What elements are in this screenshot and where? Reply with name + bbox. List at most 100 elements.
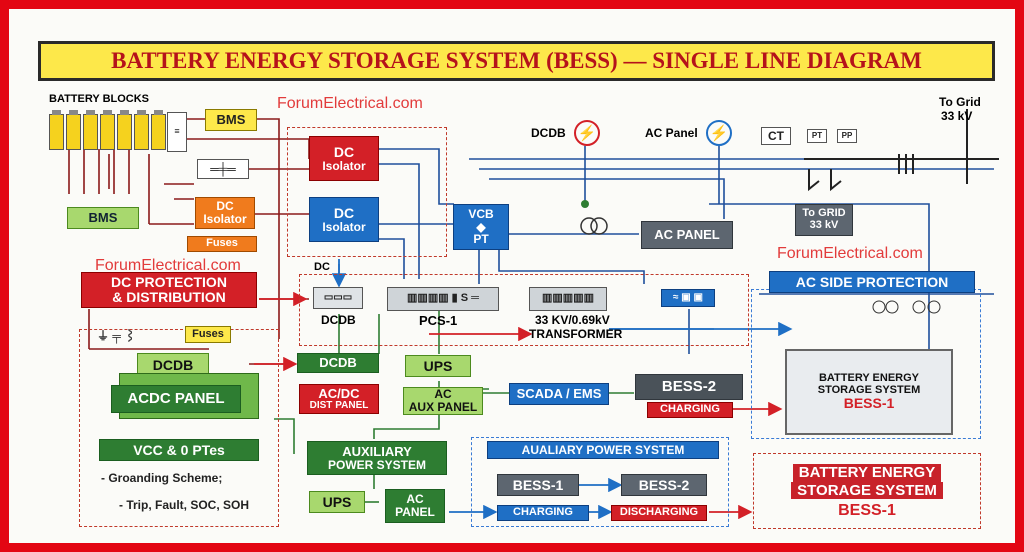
ac-aux-line1: AC: [434, 387, 452, 402]
busbar-switch: ═╪═: [197, 159, 249, 179]
bess-final-box: BATTERY ENERGY STORAGE SYSTEM BESS-1: [767, 459, 967, 525]
isolator-blue-label: Isolator: [322, 219, 366, 234]
to-grid-box-line1: To GRID: [802, 207, 846, 220]
dc-isolator-region: [287, 127, 447, 257]
battery-cell-icon: [117, 110, 132, 150]
acdc-dist-line1: AC/DC: [318, 385, 360, 401]
battery-cell-icon: [83, 110, 98, 150]
ac-switchgear-icon: ≈ ▣ ▣: [661, 289, 715, 307]
watermark-right: ForumElectrical.com: [777, 245, 923, 262]
ac-panel-box: AC PANEL: [641, 221, 733, 249]
dc-protection-box: DC PROTECTION & DISTRIBUTION: [81, 272, 257, 308]
breaker-blue-icon: ⚡: [706, 120, 732, 146]
bess-block-line1: BATTERY ENERGY: [818, 372, 920, 385]
bms-left: BMS: [67, 207, 139, 229]
fuses-orange: Fuses: [187, 236, 257, 252]
dcdb-mid-label: DCDB: [321, 313, 356, 327]
pp-small-box: PP: [837, 129, 857, 143]
aux-power-system: AUXILIARY POWER SYSTEM: [307, 441, 447, 475]
battery-cell-icon: [134, 110, 149, 150]
pt-label: PT: [473, 232, 489, 247]
bess-final-line3: BESS-1: [838, 502, 896, 520]
watermark-top: ForumElectrical.com: [277, 95, 423, 112]
dcdb-mid-icon: ▭▭▭: [313, 287, 363, 309]
dc-isolator-orange-line1: DC: [216, 199, 234, 214]
charging-bottom: CHARGING: [497, 505, 589, 521]
bess1-bottom: BESS-1: [497, 474, 579, 496]
ups-bottom: UPS: [309, 491, 365, 513]
ct-box: CT: [761, 127, 791, 145]
dc-protection-line1: DC PROTECTION: [111, 274, 227, 291]
bess-block-line2: STORAGE SYSTEM: [817, 383, 921, 396]
to-grid-box-line2: 33 kV: [809, 219, 839, 231]
transformer-line1: 33 KV/0.69kV: [535, 313, 610, 327]
aux-power-line2: POWER SYSTEM: [327, 457, 426, 472]
charging-mid: CHARGING: [647, 402, 733, 418]
ac-panel-bottom-line2: PANEL: [395, 505, 435, 519]
trip-text: - Trip, Fault, SOC, SOH: [119, 498, 250, 512]
grid-voltage-label: 33 kV: [941, 109, 973, 123]
ac-side-protection-box: AC SIDE PROTECTION: [769, 271, 975, 293]
ac-panel-bottom: AC PANEL: [385, 489, 445, 523]
dc-red-label: DC: [333, 143, 355, 160]
dc-isolator-orange-line2: Isolator: [203, 212, 247, 226]
bms-top: BMS: [205, 109, 257, 131]
dc-isolator-blue: DC Isolator: [309, 197, 379, 242]
aux-power-blue: AUALIARY POWER SYSTEM: [487, 441, 719, 459]
dcdb-green: DCDB: [297, 353, 379, 373]
breaker-red-icon: ⚡: [574, 120, 600, 146]
vcc-box: VCC & 0 PTes: [99, 439, 259, 461]
pt-small-box: PT: [807, 129, 827, 143]
dcdb-top-label: DCDB: [531, 126, 566, 140]
scada-ems-box: SCADA / EMS: [509, 383, 609, 405]
title-text: BATTERY ENERGY STORAGE SYSTEM (BESS) — S…: [111, 47, 922, 73]
pcs-icon: ▥▥▥▥ ▮ S ═: [387, 287, 499, 311]
dc-small-label: DC: [314, 261, 330, 273]
acdc-dist-panel: AC/DC DIST PANEL: [299, 384, 379, 414]
ac-aux-line2: AUX PANEL: [408, 400, 478, 414]
to-grid-box: To GRID 33 kV: [795, 204, 853, 236]
transformer-line2: TRANSFORMER: [529, 327, 623, 341]
ups-mid: UPS: [405, 355, 471, 377]
dc-protection-line2: & DISTRIBUTION: [112, 289, 226, 305]
pcs-region: [299, 274, 749, 346]
acdc-panel: ACDC PANEL: [111, 385, 241, 413]
fuses-yellow: Fuses: [185, 326, 231, 343]
battery-cell-icon: [49, 110, 64, 150]
wiring-layer: [68, 109, 999, 520]
grounding-text: - Groanding Scheme;: [101, 471, 223, 485]
ac-panel-bottom-line1: AC: [406, 492, 424, 507]
lower-left-region: [79, 329, 279, 527]
battery-cell-icon: [66, 110, 81, 150]
bess-final-line2: STORAGE SYSTEM: [791, 481, 943, 500]
battery-blocks-label: BATTERY BLOCKS: [49, 93, 150, 105]
dc-isolator-orange: DC Isolator: [195, 197, 255, 229]
ac-panel-top-label: AC Panel: [645, 126, 698, 140]
isolator-red-label: Isolator: [322, 158, 366, 173]
battery-cell-icon: [151, 110, 166, 150]
acdc-dist-line2: DIST PANEL: [309, 399, 369, 411]
final-bess-region: [753, 453, 981, 529]
switch-icon: ⏚ ╤ ⌇: [97, 329, 137, 343]
aux-power-region: [471, 437, 729, 527]
bess-block-line3: BESS-1: [843, 395, 895, 412]
bess2-mid: BESS-2: [635, 374, 743, 400]
vcb-label: VCB: [468, 207, 494, 222]
vcb-pt-box: VCB ◆ PT: [453, 204, 509, 250]
aux-power-line1: AUXILIARY: [342, 443, 412, 459]
bess2-bottom: BESS-2: [621, 474, 707, 496]
bess-final-line1: BATTERY ENERGY: [792, 463, 942, 482]
vcb-dot: ◆: [476, 219, 486, 234]
battery-cell-icon: [100, 110, 115, 150]
watermark-left: ForumElectrical.com: [95, 257, 241, 274]
dc-blue-label: DC: [333, 204, 355, 221]
battery-terminal-box: ≡: [167, 112, 187, 152]
page-title: BATTERY ENERGY STORAGE SYSTEM (BESS) — S…: [38, 41, 995, 81]
transformer-box: ▥▥▥▥▥: [529, 287, 607, 311]
ac-aux-panel: AC AUX PANEL: [403, 387, 483, 415]
bess-container: BATTERY ENERGY STORAGE SYSTEM BESS-1: [785, 349, 953, 435]
transformer-icon: [580, 217, 598, 235]
discharging-bottom: DISCHARGING: [611, 505, 707, 521]
to-grid-label: To Grid: [939, 95, 981, 109]
